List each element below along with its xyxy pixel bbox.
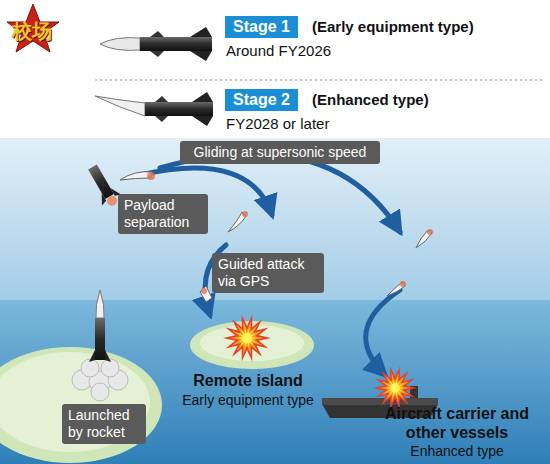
callout-box: Payload separation <box>118 194 208 234</box>
node-text: Launched by rocket <box>68 407 140 441</box>
node-text: Stage 1 <box>233 18 290 36</box>
explosion <box>230 322 264 355</box>
callout-box: Gliding at supersonic speed <box>180 141 380 164</box>
node-text: Guided attack via GPS <box>218 256 318 290</box>
target-label: Aircraft carrier and other vessels <box>371 404 543 442</box>
target-label: Remote island <box>193 372 302 390</box>
callout-box: Guided attack via GPS <box>212 253 324 293</box>
callout-box: Launched by rocket <box>62 404 146 444</box>
target-subtitle: Early equipment type <box>182 392 314 408</box>
explosion <box>237 329 256 348</box>
date-label: Around FY2026 <box>226 42 331 59</box>
explosion <box>386 379 404 396</box>
node-text: Stage 2 <box>233 91 290 109</box>
explosion <box>373 367 417 410</box>
stage-box: Stage 1 <box>225 16 298 38</box>
explosion <box>380 373 411 403</box>
type-label: (Enhanced type) <box>312 91 429 108</box>
node-text: Payload separation <box>124 197 202 231</box>
watermark: 校场 <box>12 18 52 45</box>
target-subtitle: Enhanced type <box>410 443 503 459</box>
node-text: Gliding at supersonic speed <box>186 144 374 161</box>
stage-box: Stage 2 <box>225 89 298 111</box>
date-label: FY2028 or later <box>226 115 329 132</box>
type-label: (Early equipment type) <box>312 18 474 35</box>
explosion <box>223 315 271 362</box>
